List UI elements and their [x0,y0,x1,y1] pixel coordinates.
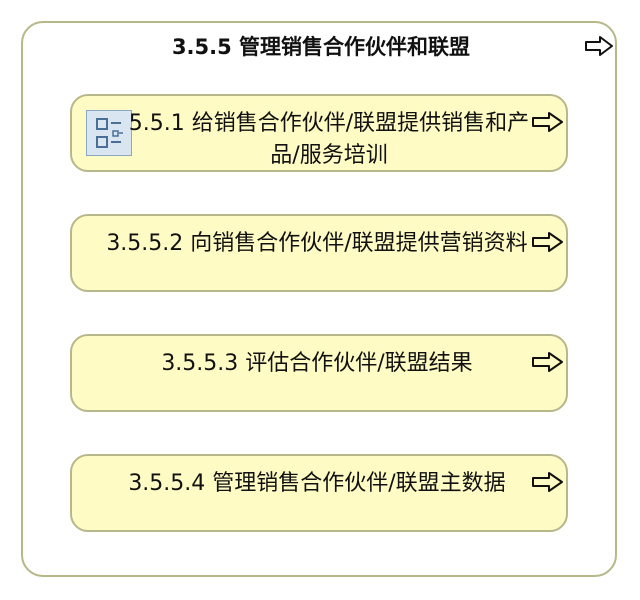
process-box-3-5-5-1[interactable]: 5.5.1 给销售合作伙伴/联盟提供销售和产品/服务培训 [70,94,568,172]
process-box-label: 3.5.5.3 评估合作伙伴/联盟结果 [161,351,473,376]
process-group-title: 3.5.5 管理销售合作伙伴和联盟 [171,35,471,59]
process-box-label: 5.5.1 给销售合作伙伴/联盟提供销售和产品/服务培训 [128,111,530,168]
arrow-right-outline-icon[interactable] [584,35,614,57]
process-list-icon [86,110,132,156]
arrow-right-outline-icon[interactable] [531,110,565,134]
process-box-label: 3.5.5.4 管理销售合作伙伴/联盟主数据 [128,471,506,496]
process-box-3-5-5-4[interactable]: 3.5.5.4 管理销售合作伙伴/联盟主数据 [70,454,568,532]
process-list-icon-glyph [96,118,123,148]
process-box-3-5-5-3[interactable]: 3.5.5.3 评估合作伙伴/联盟结果 [70,334,568,412]
arrow-right-outline-icon[interactable] [531,350,565,374]
process-group-container: 3.5.5 管理销售合作伙伴和联盟 5.5.1 给销售合作伙伴/联盟提供销售和产… [21,21,617,577]
arrow-right-outline-icon[interactable] [531,470,565,494]
process-box-label: 3.5.5.2 向销售合作伙伴/联盟提供营销资料 [106,231,528,256]
arrow-right-outline-icon[interactable] [531,230,565,254]
process-box-3-5-5-2[interactable]: 3.5.5.2 向销售合作伙伴/联盟提供营销资料 [70,214,568,292]
